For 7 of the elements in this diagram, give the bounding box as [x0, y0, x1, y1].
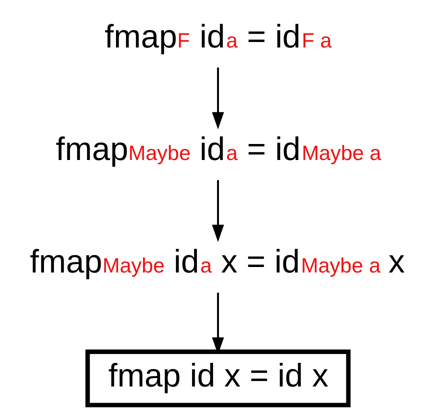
arrow: [212, 180, 224, 242]
node-text: fmapMaybe ida x = idMaybe a x: [30, 242, 405, 280]
node-box: fmap id x = id x: [85, 350, 351, 408]
node-text: fmapMaybe ida = idMaybe a: [56, 130, 382, 168]
arrow: [212, 292, 224, 355]
arrow: [212, 68, 224, 130]
node-text: fmapF ida = idF a: [104, 17, 332, 54]
